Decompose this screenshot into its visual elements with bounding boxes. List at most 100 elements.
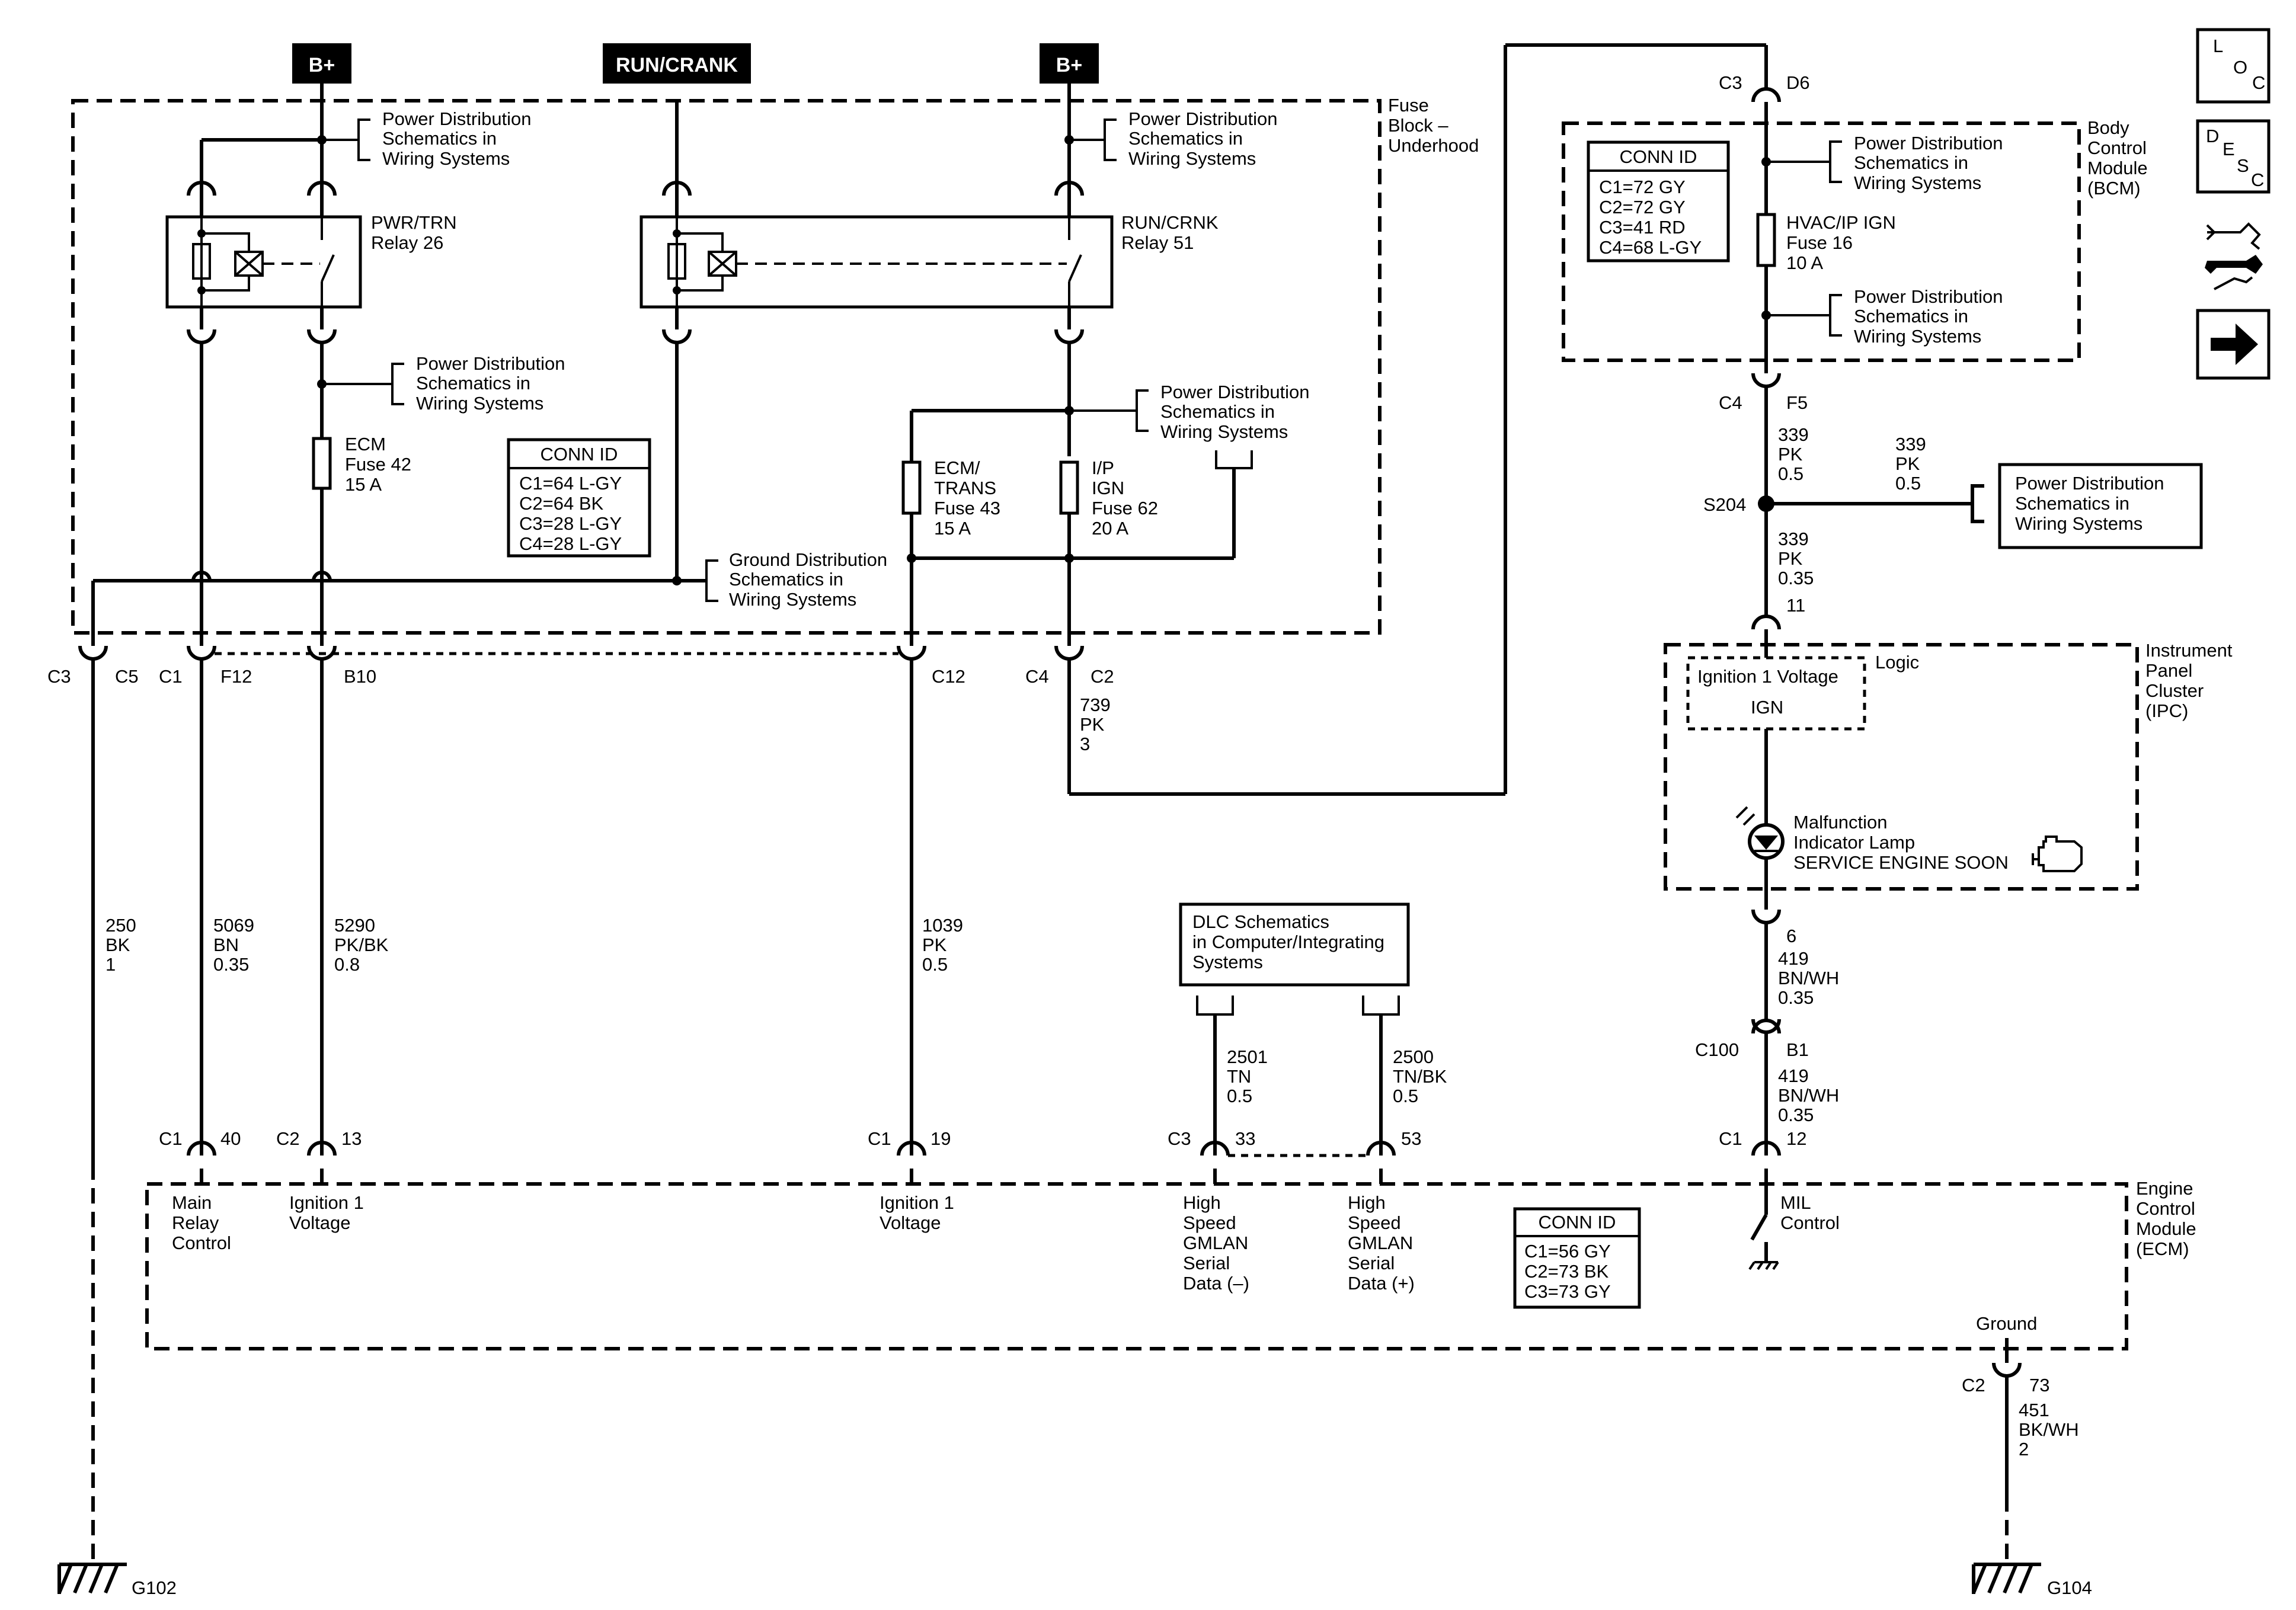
svg-text:Power Distribution: Power Distribution [1128,108,1278,129]
svg-text:G102: G102 [132,1577,177,1598]
svg-text:419: 419 [1778,1065,1809,1086]
svg-text:250: 250 [105,915,136,936]
svg-text:Relay 51: Relay 51 [1121,232,1194,253]
svg-text:Underhood: Underhood [1388,135,1479,156]
svg-text:Schematics in: Schematics in [382,128,497,149]
svg-text:C4=68 L-GY: C4=68 L-GY [1599,237,1702,258]
svg-text:C2: C2 [276,1128,300,1149]
svg-text:C3: C3 [1719,72,1742,93]
svg-text:Block –: Block – [1388,115,1448,136]
ground-g102-icon [57,1563,127,1594]
svg-text:Data (–): Data (–) [1183,1273,1249,1294]
svg-text:Control: Control [2087,137,2147,158]
svg-text:Module: Module [2136,1218,2196,1239]
svg-text:Data (+): Data (+) [1348,1273,1415,1294]
svg-text:Wiring Systems: Wiring Systems [1160,421,1288,442]
svg-text:CONN ID: CONN ID [541,444,618,465]
svg-text:Power Distribution: Power Distribution [382,108,532,129]
supply-bplus-left: B+ [292,43,351,84]
fuse-block-underhood [71,99,1382,635]
svg-text:Power Distribution: Power Distribution [1854,286,2003,307]
loc-icon[interactable]: L O C [2196,28,2271,104]
svg-text:C: C [2251,169,2264,190]
svg-text:C3=28 L-GY: C3=28 L-GY [519,513,622,534]
svg-text:BN/WH: BN/WH [1778,1085,1839,1106]
supply-run-crank: RUN/CRANK [603,43,751,84]
svg-text:15 A: 15 A [345,474,382,495]
svg-text:C2=72 GY: C2=72 GY [1599,197,1686,217]
svg-text:C3: C3 [1168,1128,1191,1149]
svg-text:Cluster: Cluster [2145,680,2204,701]
fuse-43 [901,460,922,515]
svg-text:L: L [2213,36,2223,56]
svg-text:Fuse 16: Fuse 16 [1786,232,1853,253]
svg-text:F5: F5 [1786,392,1808,413]
svg-text:C1: C1 [159,1128,183,1149]
svg-text:CONN ID: CONN ID [1539,1212,1616,1233]
svg-text:High: High [1348,1192,1386,1213]
svg-text:S: S [2237,155,2249,176]
svg-text:0.5: 0.5 [1895,473,1921,494]
svg-text:0.5: 0.5 [922,954,948,975]
svg-text:Systems: Systems [1192,952,1263,972]
svg-text:C2=73 BK: C2=73 BK [1524,1261,1609,1282]
svg-text:0.5: 0.5 [1393,1086,1418,1106]
fuse-42 [312,437,332,490]
relay-26 [165,215,362,309]
svg-text:D: D [2206,126,2219,146]
svg-text:C4: C4 [1025,666,1049,687]
svg-text:Ignition 1: Ignition 1 [289,1192,364,1213]
gd-ref: Ground Distribution Schematics in Wiring… [677,549,887,610]
svg-text:C1: C1 [1719,1128,1742,1149]
svg-text:Schematics in: Schematics in [1160,401,1275,422]
fuse-62 [1059,460,1079,515]
ecm-module [145,1182,2128,1350]
svg-text:C2=64 BK: C2=64 BK [519,493,604,514]
svg-text:Relay: Relay [172,1212,219,1233]
svg-text:0.35: 0.35 [1778,987,1814,1008]
svg-text:IGN: IGN [1751,697,1783,718]
svg-text:C3=41 RD: C3=41 RD [1599,217,1686,238]
svg-text:GMLAN: GMLAN [1348,1233,1413,1253]
svg-text:Wiring Systems: Wiring Systems [2015,513,2142,534]
svg-text:HVAC/IP IGN: HVAC/IP IGN [1786,212,1896,233]
desc-icon[interactable]: D E S C [2196,119,2271,194]
svg-text:Engine: Engine [2136,1178,2193,1199]
ipc-module [1664,643,2139,891]
svg-text:TN/BK: TN/BK [1393,1066,1447,1087]
svg-text:ECM: ECM [345,434,386,454]
mil-control-switch [1748,1214,1779,1270]
pd-ref-relay51: Power Distribution Schematics in Wiring … [1069,108,1278,169]
svg-text:C1=64 L-GY: C1=64 L-GY [519,473,622,494]
svg-text:Voltage: Voltage [880,1212,941,1233]
svg-text:PK: PK [1080,714,1105,735]
dlc-ref: DLC Schematics in Computer/Integrating S… [1179,902,1410,987]
svg-text:19: 19 [930,1128,951,1149]
svg-text:Schematics in: Schematics in [416,373,530,393]
svg-text:Fuse 43: Fuse 43 [934,498,1000,518]
svg-text:339: 339 [1895,434,1926,454]
svg-text:Schematics in: Schematics in [729,569,843,590]
svg-text:Logic: Logic [1875,652,1919,673]
svg-text:Schematics in: Schematics in [1854,152,1968,173]
next-arrow-icon[interactable] [2196,309,2271,380]
svg-text:Speed: Speed [1183,1212,1236,1233]
svg-text:15 A: 15 A [934,518,971,539]
svg-text:C1: C1 [159,666,183,687]
svg-text:Power Distribution: Power Distribution [1854,133,2003,153]
svg-text:(IPC): (IPC) [2145,700,2188,721]
svg-text:Malfunction: Malfunction [1793,812,1888,833]
svg-text:Control: Control [2136,1198,2195,1219]
svg-text:0.5: 0.5 [1227,1086,1252,1106]
svg-text:Module: Module [2087,158,2148,178]
svg-text:Panel: Panel [2145,660,2192,681]
svg-text:73: 73 [2029,1375,2049,1395]
connector-tool-icon[interactable] [2205,222,2263,290]
svg-text:Schematics in: Schematics in [1854,306,1968,327]
svg-text:High: High [1183,1192,1221,1213]
conn-id-ecm: CONN ID C1=56 GY C2=73 BK C3=73 GY [1513,1207,1641,1309]
svg-text:I/P: I/P [1092,457,1114,478]
svg-text:33: 33 [1235,1128,1255,1149]
svg-text:C1=72 GY: C1=72 GY [1599,177,1686,197]
